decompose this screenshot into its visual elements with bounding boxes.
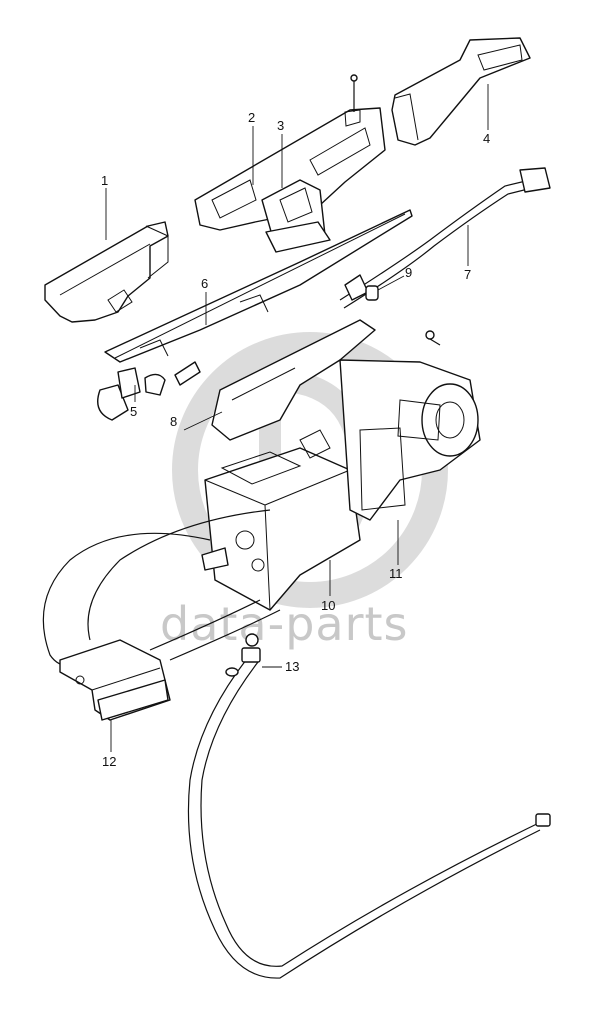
part-9-hose-clip (365, 285, 379, 301)
part-7-side-hose (339, 167, 551, 309)
callout-10: 10 (321, 598, 335, 613)
callout-4: 4 (483, 131, 490, 146)
callout-5: 5 (130, 404, 137, 419)
part-6-defroster-panel (104, 209, 413, 363)
part-1-left-duct (44, 221, 169, 323)
part-8-cover-plate (211, 319, 376, 441)
callout-2: 2 (248, 110, 255, 125)
part-11-blower-assembly (339, 330, 481, 521)
callout-numbers: 1 2 3 4 5 6 7 8 9 10 11 12 13 (101, 110, 490, 769)
part-5-elbow-hose (97, 361, 201, 421)
part-13-heater-hoses (187, 633, 551, 979)
callout-11: 11 (389, 566, 403, 581)
part-12-control-panel (59, 639, 171, 721)
callout-1: 1 (101, 173, 108, 188)
watermark-text: data-parts (160, 597, 409, 651)
callout-8: 8 (170, 414, 177, 429)
part-10-heater-unit (201, 429, 361, 611)
callout-6: 6 (201, 276, 208, 291)
part-3-nozzle (261, 179, 331, 253)
callout-12: 12 (102, 754, 116, 769)
callout-9: 9 (405, 265, 412, 280)
part-4-right-duct (391, 37, 531, 146)
callout-7: 7 (464, 267, 471, 282)
callout-13: 13 (285, 659, 299, 674)
leader-lines (105, 84, 489, 752)
callout-3: 3 (277, 118, 284, 133)
control-cables (42, 509, 281, 667)
